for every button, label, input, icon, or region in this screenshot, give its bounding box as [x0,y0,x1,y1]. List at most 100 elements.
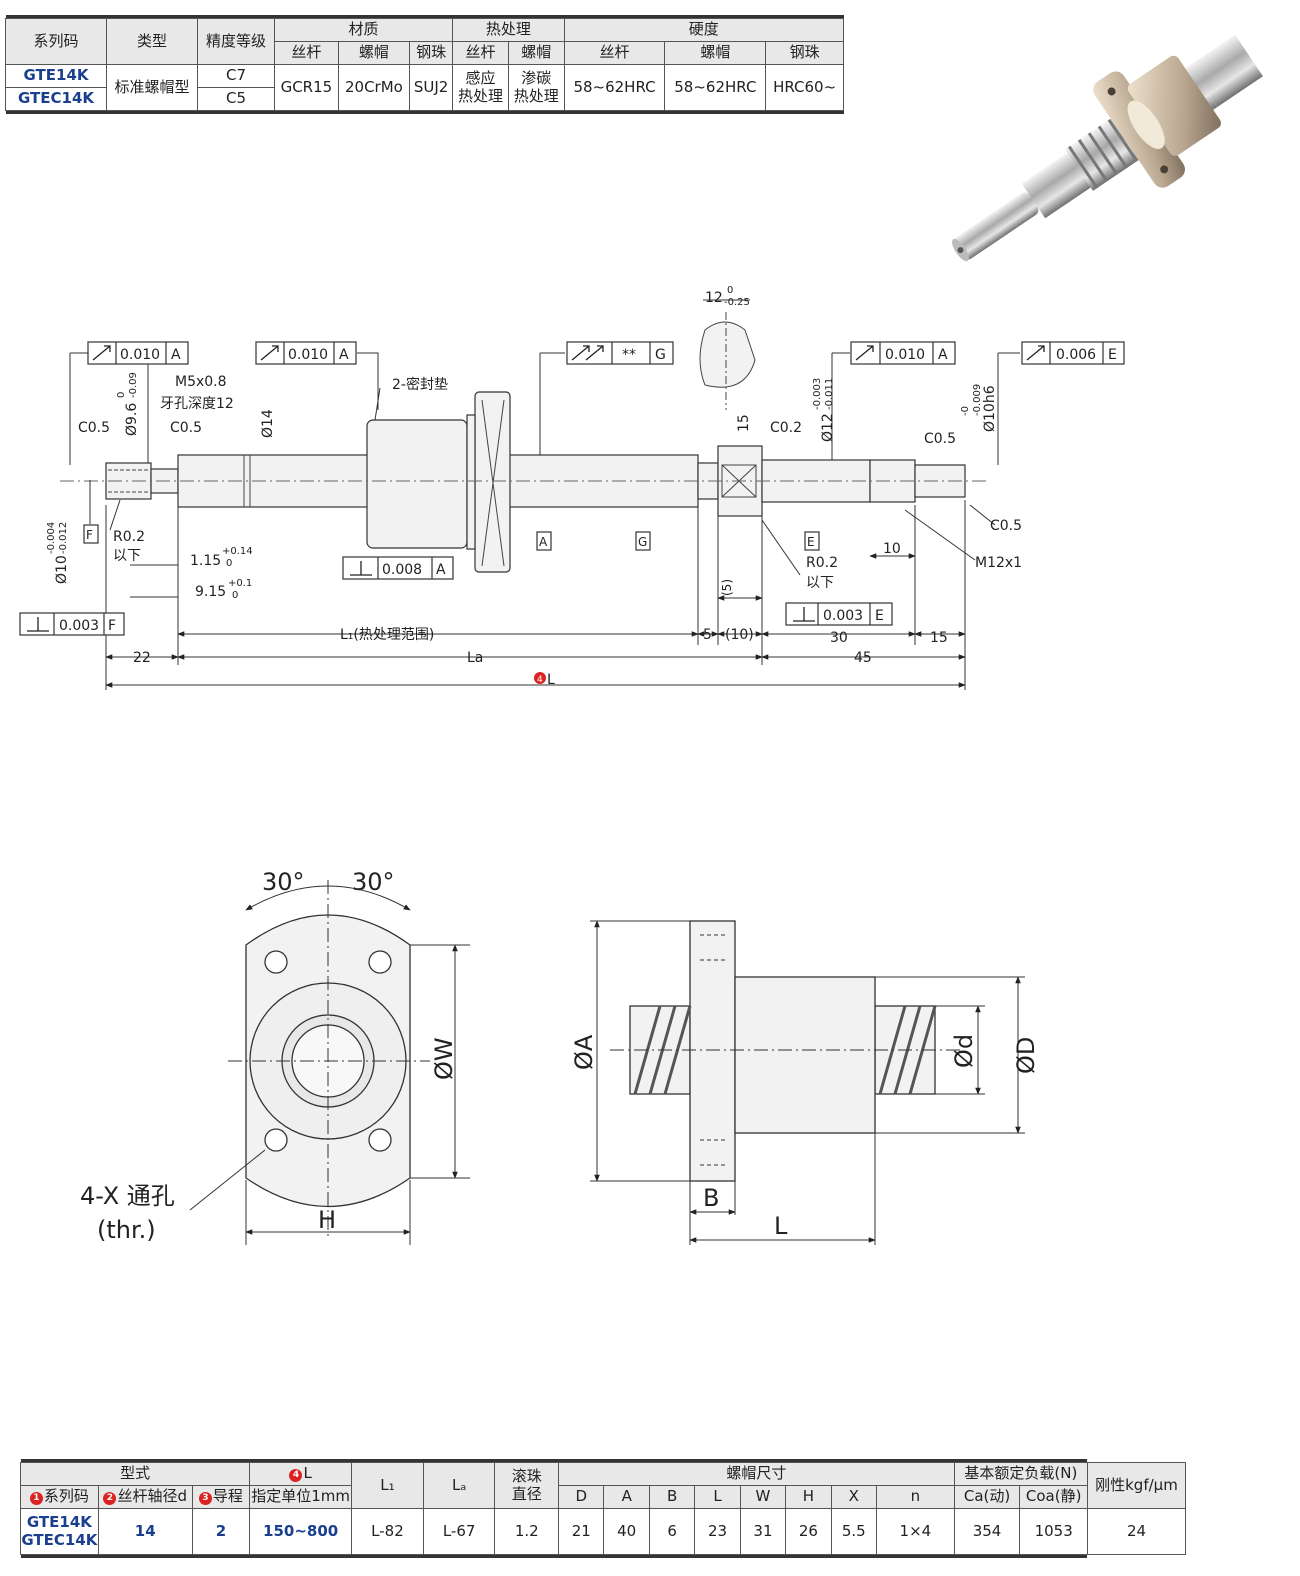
heat-nut: 渗碳热处理 [507,64,565,111]
c05-right: C0.5 [924,431,956,447]
datum-g-box: G [638,535,647,549]
row-ca: 354 [953,1508,1021,1555]
dim-l: L [547,672,555,688]
row-la: L-67 [422,1508,496,1555]
dia-10: Ø10 [54,555,70,584]
hdr-coa: Coa(静) [1019,1485,1088,1509]
dim-5p: (5) [720,579,734,596]
m5-label: M5x0.8 [175,374,227,390]
perp-3: 0.003 [823,608,863,624]
series-code-1: GTE14K [5,64,107,88]
dim-d-small: Ød [950,1034,978,1068]
marker-4 [534,672,546,684]
hdr-model: 型式 [19,1462,251,1486]
type-cell: 标准螺帽型 [106,64,198,111]
m12-label: M12x1 [975,555,1022,571]
hdr-mat-ball: 钢珠 [409,41,454,65]
hdr-l1: L₁ [351,1462,424,1509]
hdr-hard-nut: 螺帽 [664,41,767,65]
dim-12w: 12 [705,290,723,306]
hdr-lsub: 指定单位1mm [249,1485,353,1509]
hard-nut: 58~62HRC [664,64,767,111]
datum-e-box: E [807,535,815,549]
angle-left: 30° [262,868,305,896]
seal-label: 2-密封垫 [392,376,448,393]
dim-a: ØA [570,1034,598,1070]
datum-e-1: E [1108,347,1117,363]
hdr-col-x: X [830,1485,878,1509]
datum-a-1: A [171,347,181,363]
dim-45: 45 [854,650,872,666]
dia-96: Ø9.6 [124,403,140,436]
spec-table: 系列码 类型 精度等级 材质 热处理 硬度 丝杆 螺帽 钢珠 丝杆 螺帽 丝杆 … [5,15,845,114]
dim-915: 9.15 [195,584,226,600]
dim-115: 1.15 [190,553,221,569]
tap-depth: 牙孔深度12 [160,396,234,412]
dim-l1: L₁(热处理范围) [340,626,434,643]
mat-shaft: GCR15 [274,64,339,111]
c05-end: C0.5 [990,518,1022,534]
nut-drawing: 30° 30° ØW H 4-X 通孔 (thr.) ØA B L Ød ØD [80,868,1040,1245]
hdr-hard-shaft: 丝杆 [563,41,666,65]
tol-10d: -0.012 [58,522,69,554]
row-val-l: 23 [694,1508,741,1555]
heat-shaft: 感应热处理 [452,64,509,111]
row-l: 150~800 [249,1508,353,1555]
dim-15: 15 [930,630,948,646]
hdr-col-b: B [648,1485,696,1509]
row-d: 14 [97,1508,193,1555]
perp-2: 0.003 [59,618,99,634]
row-val-d: 21 [558,1508,605,1555]
r02-right: R0.2 [806,555,838,571]
hdr-heat: 热处理 [452,18,565,42]
hdr-material: 材质 [273,18,454,42]
dim-d-large: ØD [1012,1037,1040,1074]
dim-10p: (10) [725,627,754,643]
tol-12a: -0.003 [812,378,823,410]
c05-left: C0.5 [78,420,110,436]
datum-f-box: F [86,528,93,542]
tol-12w: -0.25 [724,297,750,308]
hdr-heat-shaft: 丝杆 [452,41,509,65]
hdr-ca: Ca(动) [953,1485,1021,1509]
dia-14: Ø14 [260,409,276,438]
mat-ball: SUJ2 [409,64,454,111]
runout-1: 0.010 [120,347,160,363]
tol-12b: -0.011 [824,378,835,410]
runout-2: 0.010 [288,347,328,363]
tol-10a: -0 [960,406,971,416]
dim-h: H [318,1206,336,1234]
hdr-col-h: H [785,1485,832,1509]
row-ball: 1.2 [494,1508,560,1555]
hdr-type: 类型 [106,18,198,65]
hdr-grade: 精度等级 [197,18,275,65]
row-rigid: 24 [1086,1508,1187,1555]
dim-lb: L [774,1212,788,1240]
hdr-nut: 螺帽尺寸 [558,1462,955,1486]
tol-915: +0.1 [228,578,252,589]
row-val-b: 6 [648,1508,696,1555]
hdr-col-d: D [558,1485,605,1509]
tol-12w-zero: 0 [727,285,733,296]
shaft-drawing: 0.010 A 0.010 A ** G 0.010 A 0.006 E 0.0… [19,285,1125,690]
dim-b: B [703,1184,719,1212]
hdr-col-a: A [603,1485,650,1509]
angle-right: 30° [352,868,395,896]
holes-label: 4-X 通孔 [80,1182,175,1210]
datum-a-box: A [539,535,548,549]
hdr-col-w: W [739,1485,787,1509]
hard-ball: HRC60~ [765,64,844,111]
thr-label: (thr.) [97,1216,156,1244]
dim-22: 22 [133,650,151,666]
tol-115: +0.14 [222,546,253,557]
stars: ** [622,347,636,363]
hdr-mat-nut: 螺帽 [337,41,411,65]
grade-c5: C5 [197,87,275,111]
dia-12: Ø12 [820,413,836,442]
marker-4-num: 4 [537,675,543,685]
dim-10s: 10 [883,541,901,557]
hdr-load: 基本额定负载(N) [953,1462,1088,1486]
c05-mid: C0.5 [170,420,202,436]
